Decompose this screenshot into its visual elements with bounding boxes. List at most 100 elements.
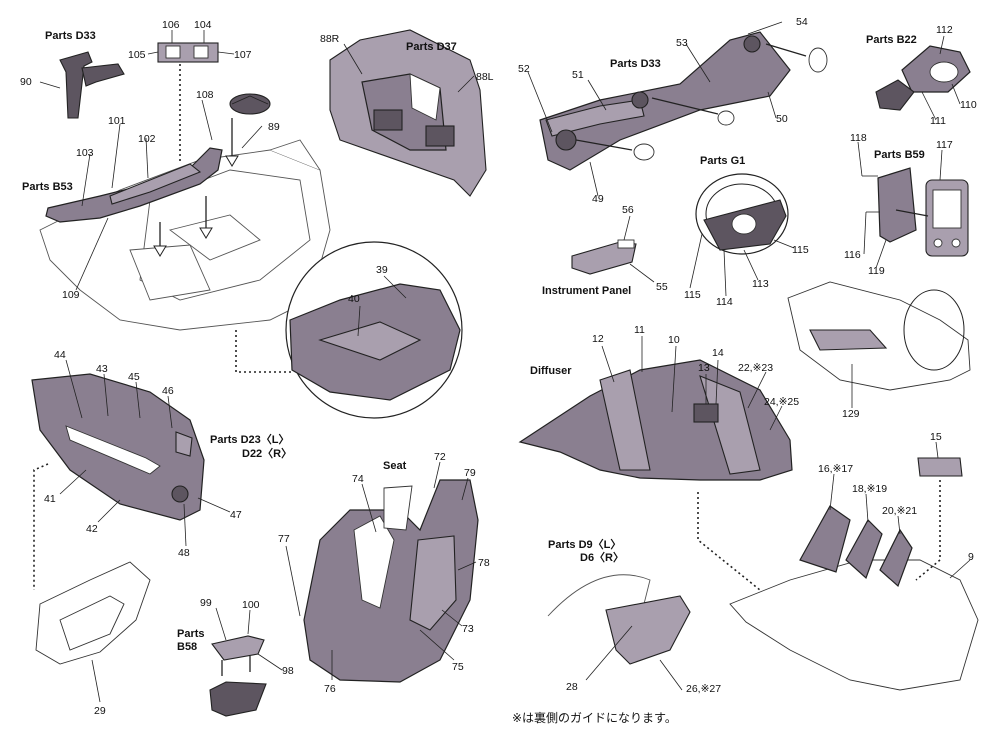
label-43: 43: [96, 363, 108, 375]
detail-zoom-circle: [285, 241, 463, 419]
label-48: 48: [178, 547, 190, 559]
title-instrument-panel: Instrument Panel: [542, 285, 631, 297]
part-28-fender-liner: [547, 574, 691, 665]
label-12: 12: [592, 333, 604, 345]
label-112: 112: [936, 24, 953, 36]
label-113: 113: [752, 278, 769, 290]
label-79: 79: [464, 467, 476, 479]
part-15-plate: [917, 457, 963, 477]
part-9-undertray: [729, 505, 979, 691]
label-88L: 88L: [476, 71, 494, 83]
part-129-dashboard-assembly: [787, 281, 971, 391]
label-24-25: 24,※25: [764, 396, 799, 408]
label-117: 117: [936, 139, 953, 151]
label-119: 119: [868, 265, 885, 277]
label-108: 108: [196, 89, 214, 101]
part-101-cross-beam: [45, 147, 223, 223]
label-10: 10: [668, 334, 680, 346]
part-29-door-shell: [35, 561, 151, 665]
label-55: 55: [656, 281, 668, 293]
title-parts-d33-mid: Parts D33: [610, 58, 661, 70]
title-seat: Seat: [383, 460, 407, 472]
label-78: 78: [478, 557, 490, 569]
label-74: 74: [352, 473, 364, 485]
title-parts-b53: Parts B53: [22, 181, 73, 193]
leader-lines: [39, 21, 971, 703]
label-115-left: 115: [684, 289, 701, 301]
label-116: 116: [844, 249, 861, 261]
label-98: 98: [282, 665, 294, 677]
title-d6: D6〈R〉: [580, 551, 624, 564]
part-115-steering-wheel: [695, 173, 789, 255]
label-76: 76: [324, 683, 336, 695]
label-106: 106: [162, 19, 180, 31]
label-72: 72: [434, 451, 446, 463]
title-parts-d33-top: Parts D33: [45, 30, 96, 42]
label-73: 73: [462, 623, 474, 635]
label-15: 15: [930, 431, 942, 443]
label-115-right: 115: [792, 244, 809, 256]
label-111: 111: [930, 115, 946, 127]
label-44: 44: [54, 349, 66, 361]
label-53: 53: [676, 37, 688, 49]
label-47: 47: [230, 509, 242, 521]
part-10-diffuser: [518, 359, 793, 481]
part-77-seat: [303, 479, 479, 683]
label-107: 107: [234, 49, 252, 61]
part-88-rear-bulkhead: [329, 29, 487, 197]
part-55-instrument-panel: [571, 239, 637, 275]
label-56: 56: [622, 204, 634, 216]
title-parts-d23: Parts D23〈L〉: [210, 433, 289, 446]
part-110-mirror: [875, 45, 971, 111]
label-110: 110: [960, 99, 977, 111]
label-105: 105: [128, 49, 146, 61]
label-51: 51: [572, 69, 584, 81]
label-22-23: 22,※23: [738, 362, 773, 374]
label-41: 41: [44, 493, 56, 505]
label-40: 40: [348, 293, 360, 305]
title-parts-b59: Parts B59: [874, 149, 925, 161]
label-50: 50: [776, 113, 788, 125]
label-28: 28: [566, 681, 578, 693]
label-90: 90: [20, 76, 32, 88]
label-52: 52: [518, 63, 530, 75]
label-26-27: 26,※27: [686, 683, 721, 695]
label-118: 118: [850, 132, 867, 144]
label-77: 77: [278, 533, 290, 545]
part-117-display: [925, 179, 969, 257]
part-116-display-housing: [877, 167, 917, 243]
label-104: 104: [194, 19, 212, 31]
part-108-pedal: [229, 93, 271, 115]
title-parts-b58-a: Parts: [177, 628, 205, 640]
label-14: 14: [712, 347, 724, 359]
title-parts-d9: Parts D9〈L〉: [548, 538, 621, 551]
label-88R: 88R: [320, 33, 340, 45]
label-18-19: 18,※19: [852, 483, 887, 495]
label-75: 75: [452, 661, 464, 673]
label-109: 109: [62, 289, 80, 301]
label-54: 54: [796, 16, 808, 28]
title-parts-b22: Parts B22: [866, 34, 917, 46]
part-106-104-clip: [157, 42, 219, 63]
label-114: 114: [716, 296, 733, 308]
label-11: 11: [634, 324, 645, 336]
label-9: 9: [968, 551, 974, 563]
title-parts-d37: Parts D37: [406, 41, 457, 53]
part-45-door-panel: [31, 373, 205, 521]
label-101: 101: [108, 115, 126, 127]
label-103: 103: [76, 147, 94, 159]
label-89: 89: [268, 121, 280, 133]
label-46: 46: [162, 385, 174, 397]
label-100: 100: [242, 599, 260, 611]
label-13: 13: [698, 362, 710, 374]
label-16-17: 16,※17: [818, 463, 853, 475]
part-90-bracket: [59, 51, 125, 119]
washers: [633, 47, 828, 161]
label-39: 39: [376, 264, 388, 276]
title-diffuser: Diffuser: [530, 365, 572, 377]
title-parts-g1: Parts G1: [700, 155, 745, 167]
title-d22: D22〈R〉: [242, 447, 292, 460]
footnote: ※は裏側のガイドになります。: [512, 710, 677, 725]
title-parts-b58-b: B58: [177, 641, 197, 653]
